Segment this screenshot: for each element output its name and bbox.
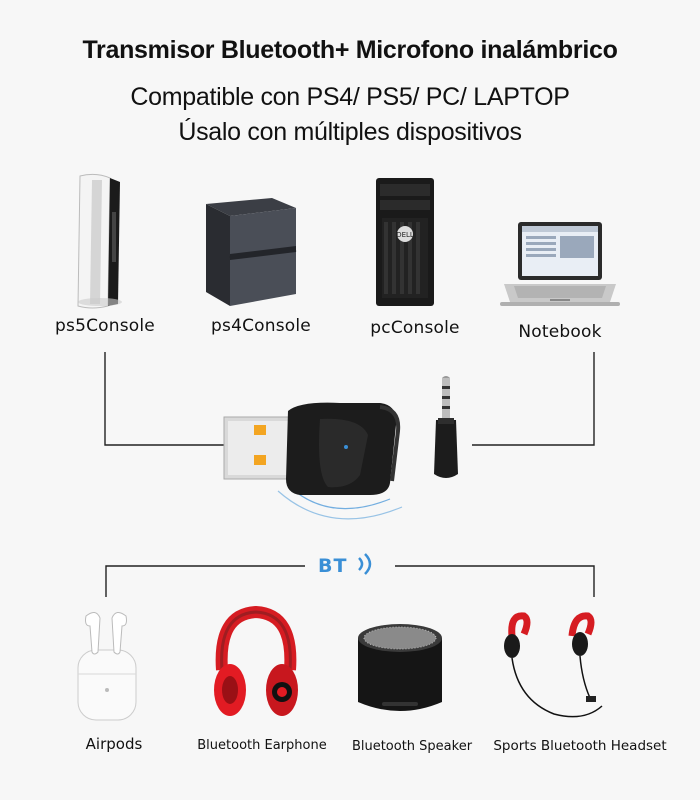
- output-label-sports-headset: Sports Bluetooth Headset: [493, 738, 667, 754]
- output-label-earphone: Bluetooth Earphone: [197, 738, 327, 753]
- source-label-notebook: Notebook: [518, 322, 602, 342]
- pc-tower-icon: DELL: [376, 178, 434, 306]
- usb-dongle-icon: [223, 402, 403, 520]
- svg-text:DELL: DELL: [396, 231, 414, 239]
- output-label-airpods: Airpods: [85, 735, 143, 753]
- speaker-icon: [358, 624, 442, 711]
- bluetooth-label: BT: [318, 551, 379, 577]
- subtitle-usage: Úsalo con múltiples dispositivos: [178, 118, 522, 146]
- page-title: Transmisor Bluetooth+ Microfono inalámbr…: [82, 36, 618, 64]
- microphone-plug-icon: [434, 376, 458, 478]
- laptop-icon: [500, 222, 620, 306]
- source-label-ps4: ps4Console: [211, 316, 311, 336]
- sport-earphones-icon: [504, 612, 603, 718]
- output-label-speaker: Bluetooth Speaker: [351, 739, 473, 754]
- source-label-pc: pcConsole: [370, 318, 460, 338]
- subtitle-compatibility: Compatible con PS4/ PS5/ PC/ LAPTOP: [130, 83, 570, 111]
- source-label-ps5: ps5Console: [55, 316, 155, 336]
- bluetooth-waves-icon: [358, 553, 372, 575]
- headphones-icon: [214, 606, 298, 716]
- bluetooth-text: BT: [318, 555, 348, 577]
- ps4-console-icon: [206, 198, 297, 306]
- ps5-console-icon: [77, 173, 122, 309]
- airpods-icon: [77, 612, 137, 721]
